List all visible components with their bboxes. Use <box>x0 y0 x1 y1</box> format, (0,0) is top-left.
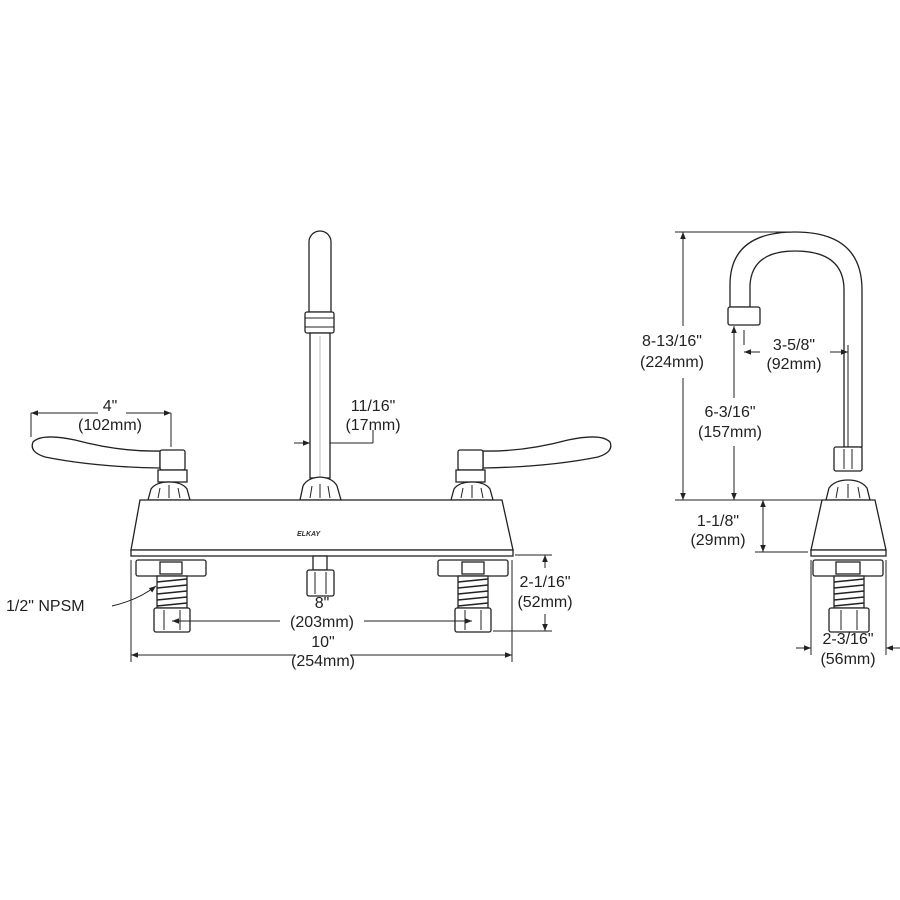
callout-npsm: 1/2" NPSM <box>6 585 157 615</box>
dim-outlet-height-in: 6-3/16" <box>704 404 755 421</box>
dim-shank-height-mm: (52mm) <box>517 594 572 611</box>
dim-total-height-mm: (224mm) <box>640 354 704 371</box>
dim-centers-mm: (203mm) <box>290 614 354 631</box>
dim-body-height-mm: (29mm) <box>690 532 745 549</box>
front-spout <box>299 230 342 501</box>
side-body <box>810 499 887 557</box>
dim-spout-reach: 3-5/8" (92mm) <box>743 330 849 447</box>
side-shank <box>812 559 884 633</box>
dim-base-depth: 2-3/16" (56mm) <box>796 560 900 668</box>
center-supply-stub <box>306 555 335 597</box>
dim-handle-width: 4" (102mm) <box>30 398 172 447</box>
dim-shank-height: 2-1/16" (52mm) <box>493 554 573 632</box>
dim-base-depth-in: 2-3/16" <box>822 631 873 648</box>
dim-centers: 8" (203mm) <box>172 595 472 631</box>
dim-shank-height-in: 2-1/16" <box>519 574 570 591</box>
dim-overall-width: 10" (254mm) <box>130 560 513 670</box>
dim-overall-width-in: 10" <box>311 634 334 651</box>
side-view: 8-13/16" (224mm) 3-5/8" (92mm) 6-3/16" (… <box>640 231 900 668</box>
dim-body-height: 1-1/8" (29mm) <box>690 500 808 553</box>
dim-total-height: 8-13/16" (224mm) <box>640 231 822 501</box>
dim-spout-diameter-mm: (17mm) <box>345 417 400 434</box>
right-shank <box>437 559 509 633</box>
dim-handle-width-in: 4" <box>103 398 118 415</box>
dim-body-height-in: 1-1/8" <box>697 513 739 530</box>
side-connector <box>825 446 871 501</box>
left-wrist-blade-handle <box>31 436 191 501</box>
dim-spout-reach-mm: (92mm) <box>766 356 821 373</box>
dim-spout-reach-in: 3-5/8" <box>773 337 815 354</box>
dim-total-height-in: 8-13/16" <box>642 333 702 350</box>
callout-npsm-label: 1/2" NPSM <box>6 598 85 615</box>
dim-outlet-height-mm: (157mm) <box>698 424 762 441</box>
front-view: ELKAY <box>6 230 612 670</box>
dim-overall-width-mm: (254mm) <box>291 653 355 670</box>
brand-logo-text: ELKAY <box>297 531 322 538</box>
dim-spout-diameter: 11/16" (17mm) <box>294 398 401 450</box>
dim-base-depth-mm: (56mm) <box>820 651 875 668</box>
deck-body: ELKAY <box>130 499 514 557</box>
dim-spout-diameter-in: 11/16" <box>351 398 396 415</box>
dim-handle-width-mm: (102mm) <box>78 417 142 434</box>
dim-outlet-height: 6-3/16" (157mm) <box>698 326 762 500</box>
dim-centers-in: 8" <box>315 595 330 612</box>
side-gooseneck-spout <box>727 231 863 448</box>
right-wrist-blade-handle <box>450 436 612 501</box>
